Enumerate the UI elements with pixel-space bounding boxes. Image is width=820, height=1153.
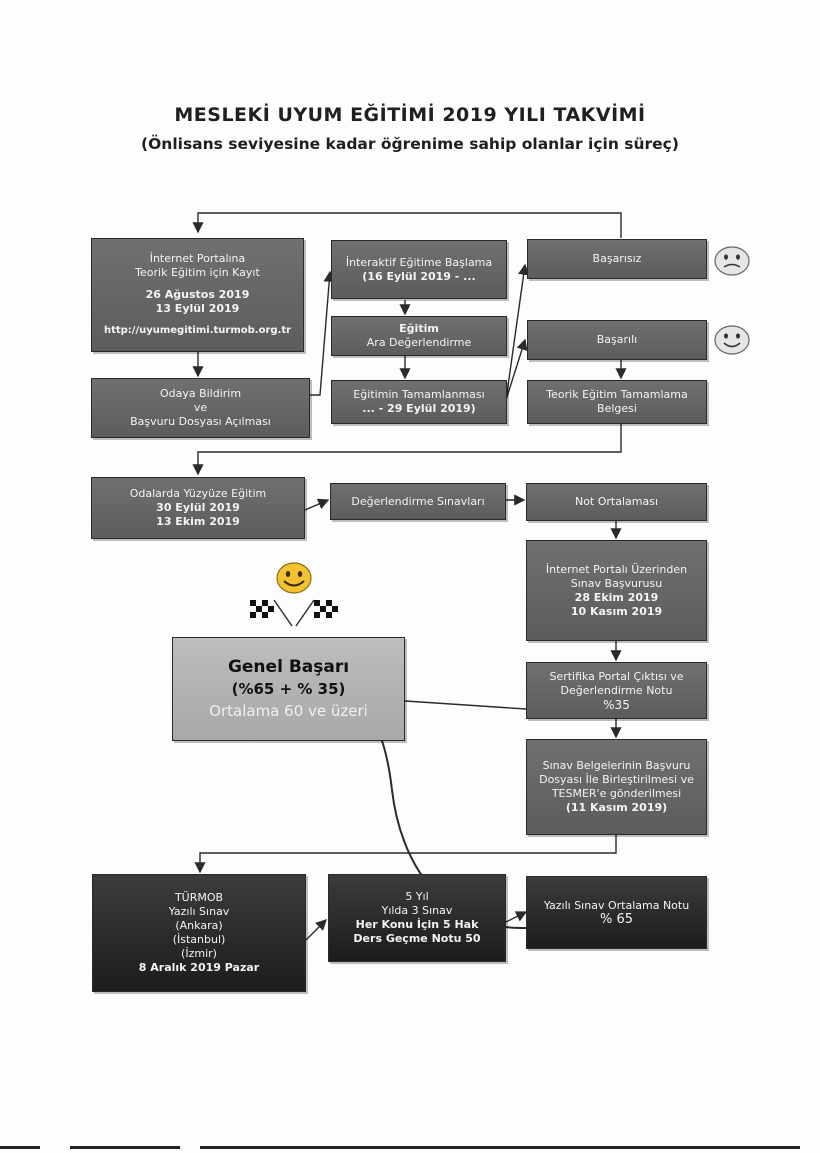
box-text: Yılda 3 Sınav	[381, 904, 453, 917]
box-text: Eğitim	[399, 322, 439, 335]
box-text: Eğitimin Tamamlanması	[353, 388, 485, 401]
box-text: Sınav Başvurusu	[570, 576, 663, 590]
box-text: Yazılı Sınav Ortalama Notu	[543, 898, 690, 912]
box-date: 26 Ağustos 2019	[145, 288, 250, 301]
box-tamamlama-belgesi: Teorik Eğitim Tamamlama Belgesi	[527, 380, 707, 424]
box-text: Yazılı Sınav	[168, 905, 230, 918]
box-genel-basari: Genel Başarı (%65 + % 35) Ortalama 60 ve…	[172, 637, 405, 741]
box-text: Ders Geçme Notu 50	[353, 932, 481, 945]
box-text: Sınav Belgelerinin Başvuru	[542, 759, 691, 772]
box-ara-degerlendirme: Eğitim Ara Değerlendirme	[331, 316, 507, 356]
box-text: TÜRMOB	[174, 891, 224, 904]
box-sinav-basvurusu: İnternet Portalı Üzerinden Sınav Başvuru…	[526, 540, 707, 641]
box-date: 8 Aralık 2019 Pazar	[138, 961, 260, 974]
box-date: 13 Ekim 2019	[156, 515, 240, 528]
box-portal-kayit: İnternet Portalına Teorik Eğitim için Ka…	[91, 238, 304, 352]
box-text: TESMER'e gönderilmesi	[551, 787, 682, 800]
box-text: Odaya Bildirim	[159, 387, 242, 400]
box-text: Not Ortalaması	[574, 495, 659, 508]
box-text: Odalarda Yüzyüze Eğitim	[129, 487, 267, 500]
box-text: Değerlendirme Sınavları	[351, 494, 485, 508]
box-date: 30 Eylül 2019	[156, 501, 240, 514]
page-title: MESLEKİ UYUM EĞİTİMİ 2019 YILI TAKVİMİ	[174, 104, 646, 126]
box-text: ... - 29 Eylül 2019)	[362, 402, 476, 415]
box-text: İnteraktif Eğitime Başlama	[345, 255, 493, 269]
box-belgeler-tesmer: Sınav Belgelerinin Başvuru Dosyası İle B…	[526, 739, 707, 835]
box-text: ve	[193, 401, 208, 414]
box-text: Belgesi	[597, 402, 637, 415]
box-text: İnternet Portalına	[149, 252, 246, 265]
box-text: (16 Eylül 2019 - ...	[362, 269, 476, 283]
box-heading: Genel Başarı	[227, 657, 350, 677]
box-text: Değerlendirme Notu	[560, 683, 673, 697]
smiley-face-icon	[714, 246, 750, 276]
box-odaya-bildirim: Odaya Bildirim ve Başvuru Dosyası Açılma…	[91, 378, 310, 438]
portal-url: http://uyumegitimi.turmob.org.tr	[103, 325, 292, 336]
box-date: 28 Ekim 2019	[574, 590, 659, 604]
scan-edge-mark	[200, 1146, 800, 1149]
box-text: Ortalama 60 ve üzeri	[209, 702, 368, 720]
scan-edge-mark	[70, 1146, 180, 1149]
box-text: (Ankara)	[175, 919, 223, 932]
box-text: Teorik Eğitim Tamamlama	[546, 388, 688, 401]
smiley-face-icon	[714, 325, 750, 355]
scan-edge-mark	[0, 1146, 40, 1149]
page-subtitle: (Önlisans seviyesine kadar öğrenime sahi…	[141, 135, 679, 153]
box-text: Teorik Eğitim için Kayıt	[135, 266, 260, 279]
box-text: Başvuru Dosyası Açılması	[130, 415, 271, 428]
box-text: Dosyası İle Birleştirilmesi ve	[539, 773, 694, 786]
box-yazili-sinav-ortalama: Yazılı Sınav Ortalama Notu % 65	[526, 876, 707, 949]
box-text: Her Konu İçin 5 Hak	[355, 918, 479, 931]
box-text: %35	[603, 697, 630, 712]
box-text: İnternet Portalı Üzerinden	[545, 562, 688, 576]
box-text: Başarısız	[592, 252, 642, 265]
box-egitim-tamamlanmasi: Eğitimin Tamamlanması ... - 29 Eylül 201…	[331, 380, 507, 424]
box-text: Ara Değerlendirme	[366, 336, 472, 349]
box-yuzyuze-egitim: Odalarda Yüzyüze Eğitim 30 Eylül 2019 13…	[91, 477, 305, 539]
box-bes-yil: 5 Yıl Yılda 3 Sınav Her Konu İçin 5 Hak …	[328, 874, 506, 962]
box-text: (İzmir)	[181, 947, 217, 960]
box-not-ortalamasi: Not Ortalaması	[526, 483, 707, 521]
box-text: 5 Yıl	[405, 890, 429, 903]
box-text: Başarılı	[596, 333, 638, 346]
box-date: (11 Kasım 2019)	[565, 801, 668, 814]
checkered-flag-icon	[250, 599, 338, 627]
box-text: % 65	[599, 911, 634, 927]
box-degerlendirme-sinavlari: Değerlendirme Sınavları	[330, 483, 506, 520]
box-yazili-sinav: TÜRMOB Yazılı Sınav (Ankara) (İstanbul) …	[92, 874, 306, 992]
box-text: Sertifika Portal Çıktısı ve	[549, 669, 684, 683]
box-interaktif-egitim: İnteraktif Eğitime Başlama (16 Eylül 201…	[331, 240, 507, 299]
box-text: (%65 + % 35)	[231, 680, 346, 698]
box-date: 10 Kasım 2019	[570, 604, 663, 618]
smiley-face-icon	[276, 562, 312, 594]
box-date: 13 Eylül 2019	[155, 302, 240, 315]
box-basarisiz: Başarısız	[527, 239, 707, 279]
box-text: (İstanbul)	[172, 933, 226, 946]
box-sertifika-notu: Sertifika Portal Çıktısı ve Değerlendirm…	[526, 662, 707, 719]
box-basarili: Başarılı	[527, 320, 707, 360]
